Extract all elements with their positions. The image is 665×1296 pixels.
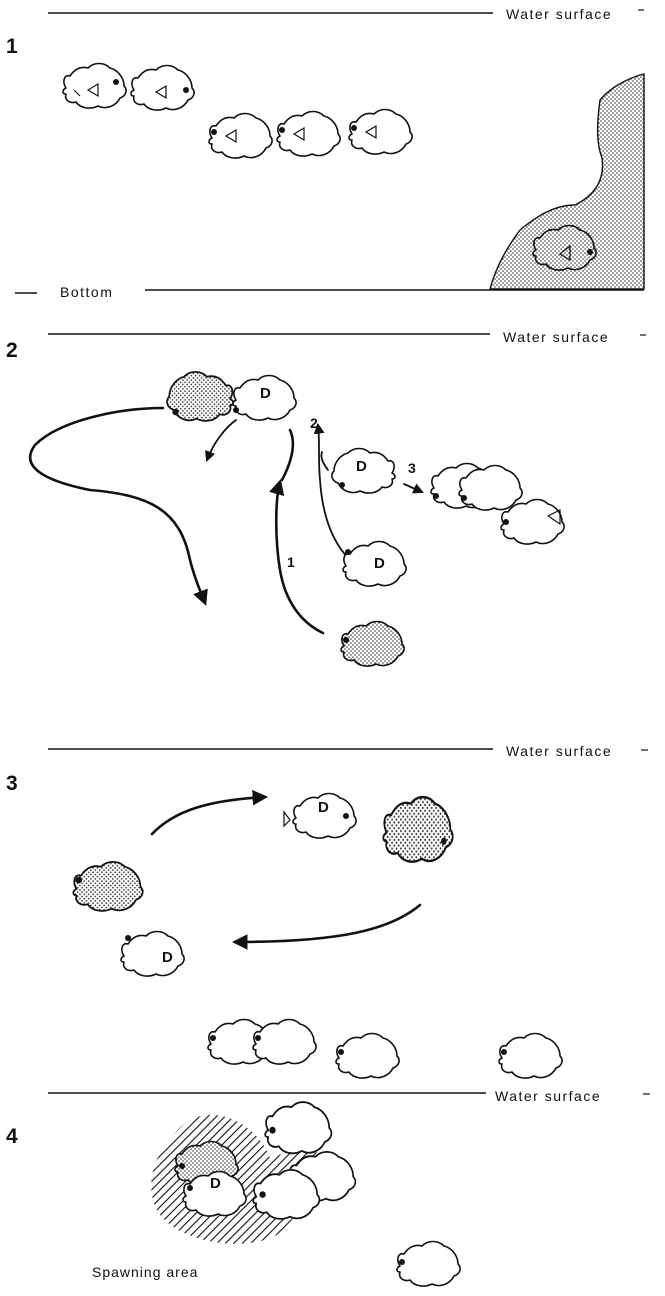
fish-1e [349, 110, 412, 155]
fish-3-group-c [336, 1034, 399, 1079]
fish-3-far-right [499, 1034, 562, 1079]
fish-3-d-left: D [121, 932, 184, 977]
fish-2-dark-bottom [341, 622, 404, 667]
arrow-path-2 [318, 425, 350, 560]
fish-marker-d: D [260, 385, 271, 402]
panel-1: 1 Water surface Bottom [6, 6, 644, 300]
water-surface-label-2: Water surface [503, 329, 609, 345]
panel-4: 4 Water surface D Spawning area [6, 1088, 650, 1286]
fish-1c [209, 114, 272, 159]
panel-1-number: 1 [6, 35, 18, 58]
panel-3-number: 3 [6, 772, 18, 795]
fish-marker-d: D [318, 799, 329, 816]
fish-marker-d: D [374, 555, 385, 572]
fish-marker-d: D [356, 458, 367, 475]
water-surface-label-3: Water surface [506, 743, 612, 759]
fish-2-d-top: D [233, 376, 296, 421]
panel-2-number: 2 [6, 339, 18, 362]
panel-4-number: 4 [6, 1125, 18, 1148]
arrow-top-circle [152, 797, 265, 834]
path-label-3: 3 [408, 460, 416, 476]
arrow-bottom-circle [235, 905, 420, 942]
arrow-path-1 [276, 482, 323, 633]
fish-3-group-b [253, 1020, 316, 1065]
fish-3-dark-left [73, 862, 142, 911]
path-label-1: 1 [287, 554, 295, 570]
fish-1d [277, 112, 340, 157]
panel-3: 3 Water surface D D [6, 743, 648, 1078]
arrow-short-down [207, 420, 236, 460]
water-surface-label-4: Water surface [495, 1088, 601, 1104]
fish-2-dark-top [167, 372, 233, 421]
fish-marker-d: D [210, 1175, 221, 1192]
fish-3-d-top: D [284, 794, 356, 839]
fish-1b [131, 66, 194, 111]
fish-4-a [265, 1102, 331, 1153]
fish-3-dark-right [383, 797, 452, 862]
arrow-loop-left [30, 408, 205, 603]
fish-4-far [397, 1242, 460, 1287]
water-surface-label-1: Water surface [506, 6, 612, 22]
fish-1a [63, 64, 126, 109]
bottom-label: Bottom [60, 284, 113, 300]
arrow-path-3 [404, 484, 422, 492]
spawning-area-label: Spawning area [92, 1264, 198, 1280]
fish-2-d-low: D [343, 542, 406, 587]
path-label-2: 2 [310, 415, 318, 431]
fish-marker-d: D [162, 949, 173, 966]
fish-2-d-mid: D [332, 449, 395, 494]
panel-2: 2 Water surface 1 2 3 D D [6, 329, 646, 666]
